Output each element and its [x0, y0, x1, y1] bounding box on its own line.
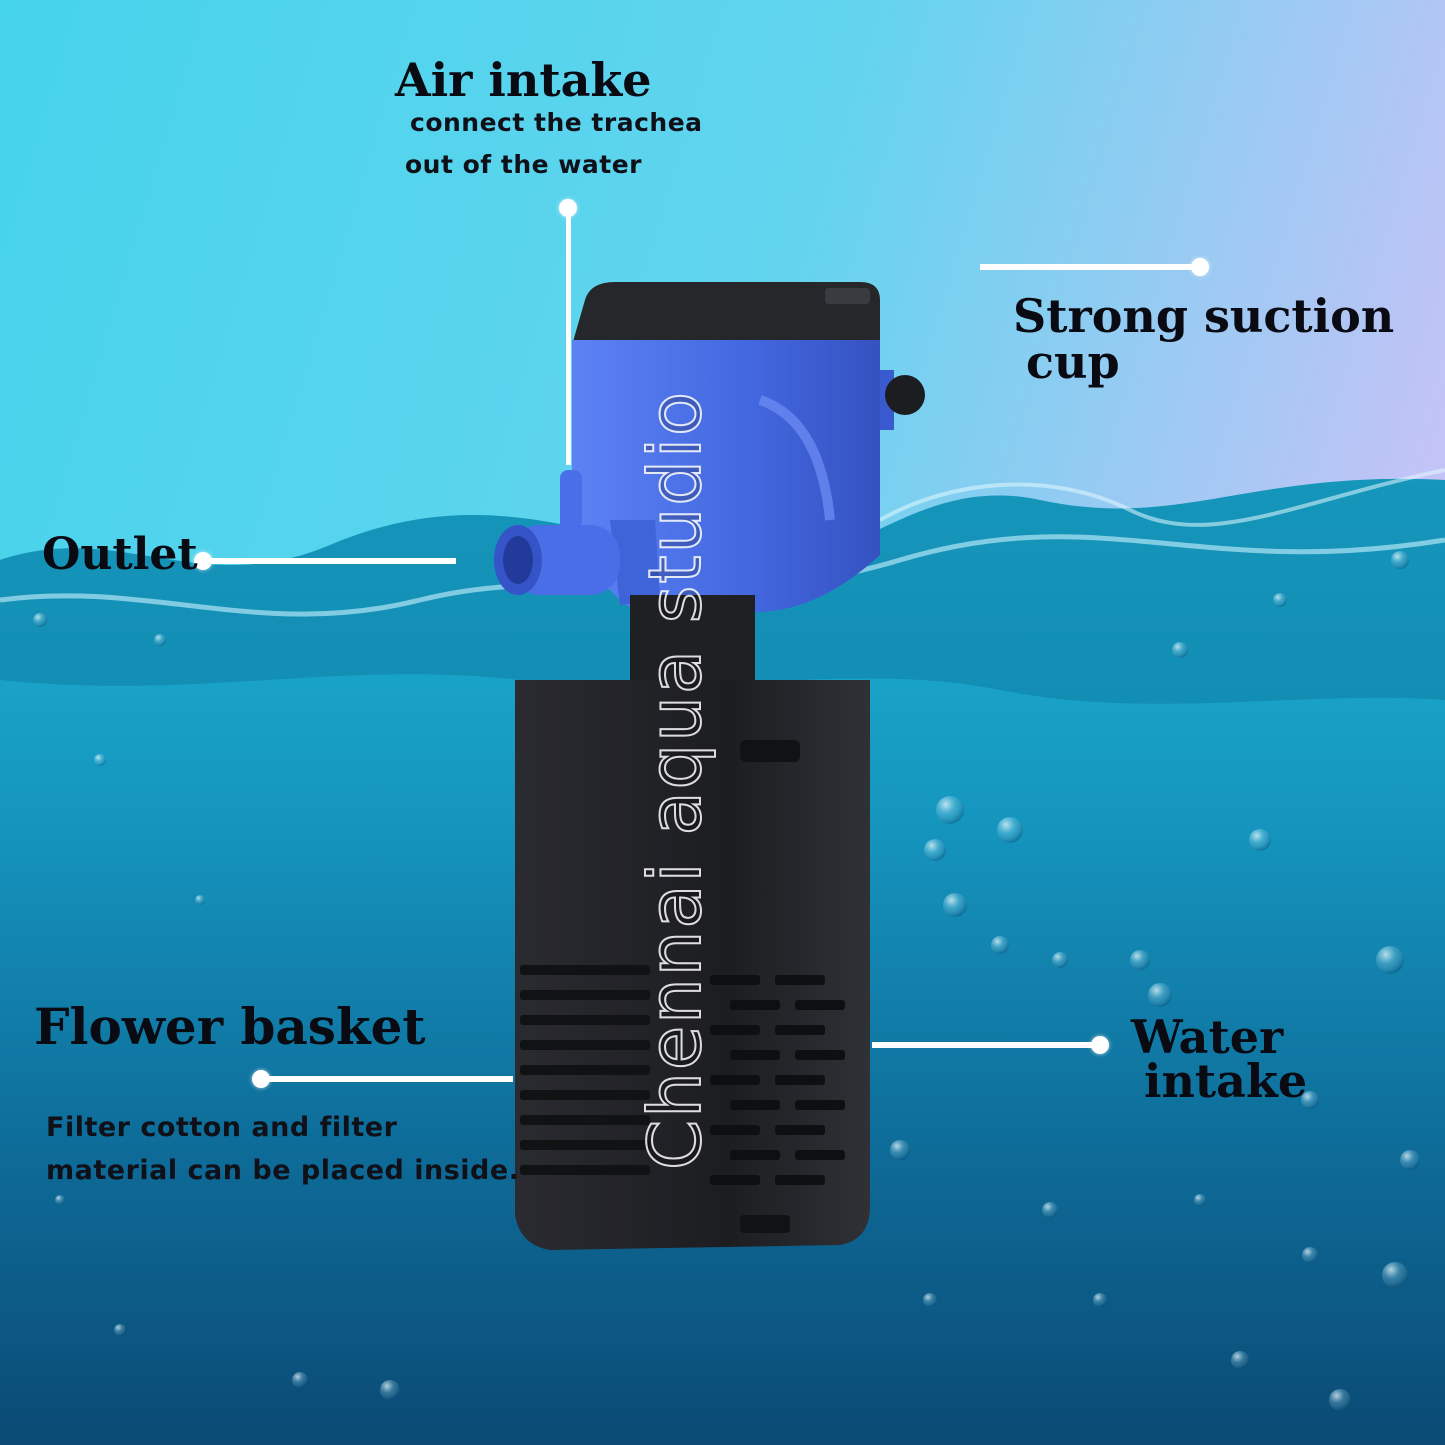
suction-cup-title-line2: cup: [1026, 335, 1120, 389]
air-intake-description-line2: out of the water: [405, 150, 642, 179]
air-intake-callout-line: [566, 205, 571, 465]
air-intake-description-line1: connect the trachea: [410, 108, 703, 137]
suction-cup-callout-line: [980, 264, 1200, 270]
water-intake-title-line2: intake: [1144, 1054, 1308, 1108]
water-intake-title-line1: Water: [1131, 1010, 1284, 1064]
outlet-callout-line: [198, 558, 456, 564]
flower-basket-description-line2: material can be placed inside.: [46, 1155, 520, 1186]
water-intake-callout-line: [872, 1042, 1100, 1048]
flower-basket-callout-line: [258, 1076, 513, 1082]
outlet-title: Outlet: [42, 529, 198, 580]
suction-cup-title-line1: Strong suction: [1013, 289, 1395, 343]
air-intake-title: Air intake: [395, 53, 652, 107]
water-intake-callout-dot: [1091, 1036, 1109, 1054]
watermark-text: Chennai aqua studio: [632, 389, 718, 1171]
air-intake-callout-dot: [559, 199, 577, 217]
flower-basket-callout-dot: [252, 1070, 270, 1088]
suction-cup-callout-dot: [1191, 258, 1209, 276]
outlet-callout-dot: [194, 552, 212, 570]
flower-basket-title: Flower basket: [34, 997, 426, 1056]
flower-basket-description-line1: Filter cotton and filter: [46, 1112, 398, 1143]
